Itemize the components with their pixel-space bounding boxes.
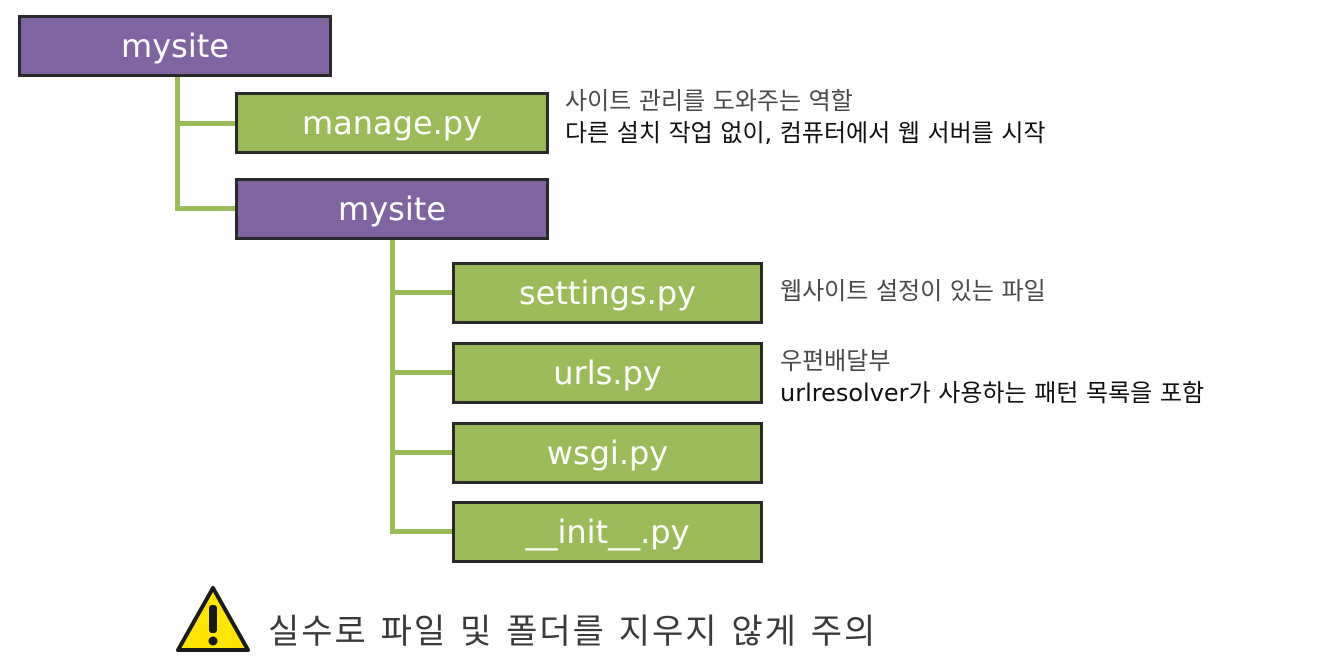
connector-to-init [390,529,454,534]
settings-note: 웹사이트 설정이 있는 파일 [780,275,1046,307]
warning-icon [176,586,250,652]
init-py-node: __init__.py [452,501,763,563]
manage-note-line1: 사이트 관리를 도와주는 역할 [565,87,853,115]
connector-to-settings [390,290,454,295]
connector-to-urls [390,370,454,375]
urls-py-node: urls.py [452,342,763,404]
connector-inner-vertical [390,238,395,534]
wsgi-py-node: wsgi.py [452,422,763,484]
urls-note: 우편배달부 urlresolver가 사용하는 패턴 목록을 포함 [780,345,1204,409]
connector-to-wsgi [390,450,454,455]
settings-py-label: settings.py [518,274,697,312]
connector-to-inner-mysite [175,206,237,211]
urls-py-label: urls.py [553,354,662,392]
root-folder-node: mysite [18,15,332,77]
manage-py-node: manage.py [235,92,549,154]
root-folder-label: mysite [121,27,229,65]
init-py-label: __init__.py [525,513,690,551]
manage-py-label: manage.py [301,104,483,142]
connector-to-manage [175,121,237,126]
manage-note: 사이트 관리를 도와주는 역할 다른 설치 작업 없이, 컴퓨터에서 웹 서버를… [565,85,1046,149]
inner-folder-node: mysite [235,178,549,240]
manage-note-line2: 다른 설치 작업 없이, 컴퓨터에서 웹 서버를 시작 [565,119,1046,147]
settings-py-node: settings.py [452,262,763,324]
warning-text: 실수로 파일 및 폴더를 지우지 않게 주의 [268,612,878,652]
connector-root-vertical [175,77,180,211]
wsgi-py-label: wsgi.py [546,434,669,472]
settings-note-line1: 웹사이트 설정이 있는 파일 [780,277,1046,305]
urls-note-line2: urlresolver가 사용하는 패턴 목록을 포함 [780,379,1205,407]
inner-folder-label: mysite [338,190,446,228]
urls-note-line1: 우편배달부 [780,347,891,375]
